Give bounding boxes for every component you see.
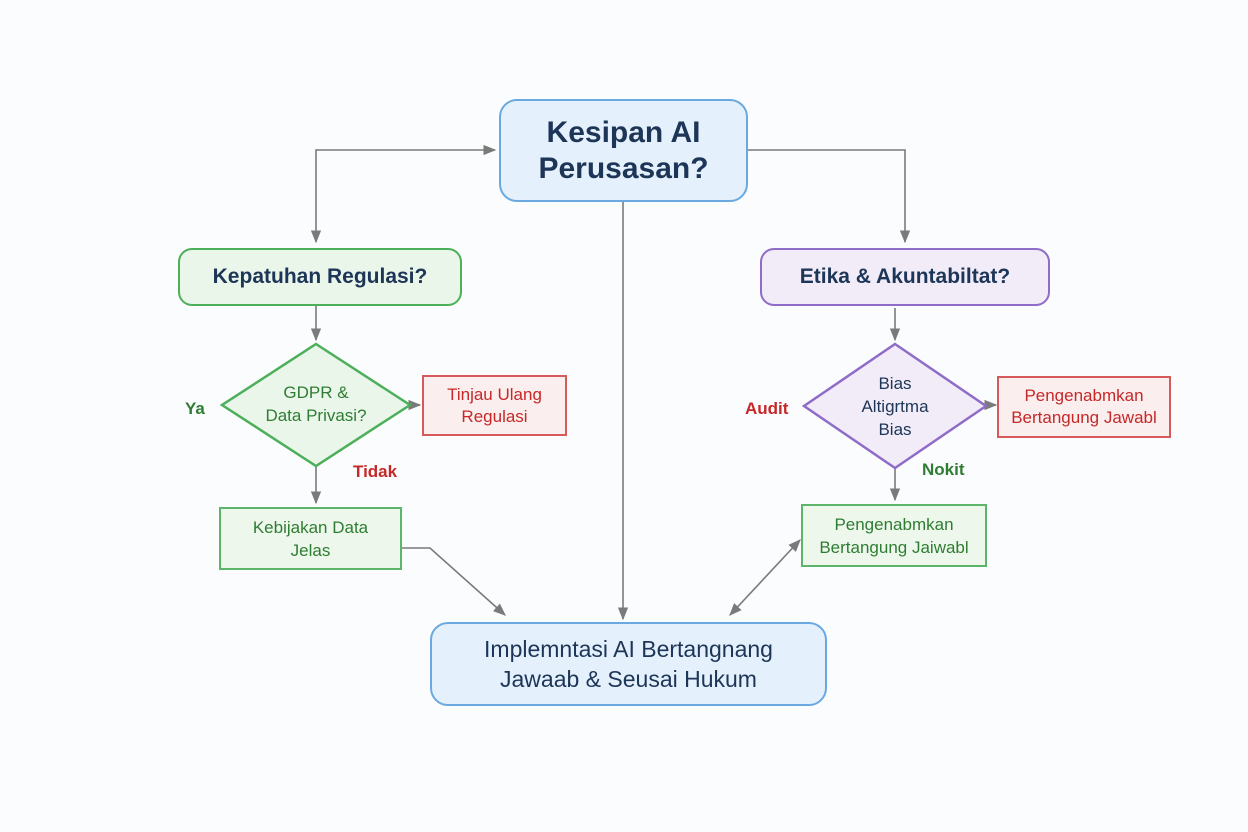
bias-label-line1: Bias xyxy=(878,374,911,393)
connector-pengembangan-to-implementasi xyxy=(729,539,801,616)
gdpr-label-line1: GDPR & xyxy=(283,383,349,402)
edge-label-nokit: Nokit xyxy=(922,460,965,479)
implementasi-node: Implemntasi AI Bertangnang Jawaab & Seus… xyxy=(430,622,827,706)
bias-label-line3: Bias xyxy=(878,420,911,439)
gdpr-diamond: GDPR & Data Privasi? xyxy=(219,342,413,468)
bias-label-line2: Altigrtma xyxy=(861,397,929,416)
root-question-node: Kesipan AI Perusasan? xyxy=(499,99,748,202)
edge-label-tidak: Tidak xyxy=(353,462,398,481)
edge-label-audit: Audit xyxy=(745,399,789,418)
regulasi-node: Kepatuhan Regulasi? xyxy=(178,248,462,306)
gdpr-label-line2: Data Privasi? xyxy=(265,406,366,425)
tinjau-ulang-node: Tinjau Ulang Regulasi xyxy=(422,375,567,436)
bias-diamond: Bias Altigrtma Bias xyxy=(801,342,989,470)
pengembangan-green-node: Pengenabmkan Bertangung Jaiwabl xyxy=(801,504,987,567)
connector-kebijakan-to-implementasi xyxy=(402,547,506,616)
pengembangan-red-node: Pengenabmkan Bertangung Jawabl xyxy=(997,376,1171,438)
connector-root-to-etika xyxy=(748,149,911,244)
etika-node: Etika & Akuntabiltat? xyxy=(760,248,1050,306)
connector-root-to-regulasi xyxy=(310,144,497,244)
edge-label-ya: Ya xyxy=(185,399,205,418)
kebijakan-node: Kebijakan Data Jelas xyxy=(219,507,402,570)
